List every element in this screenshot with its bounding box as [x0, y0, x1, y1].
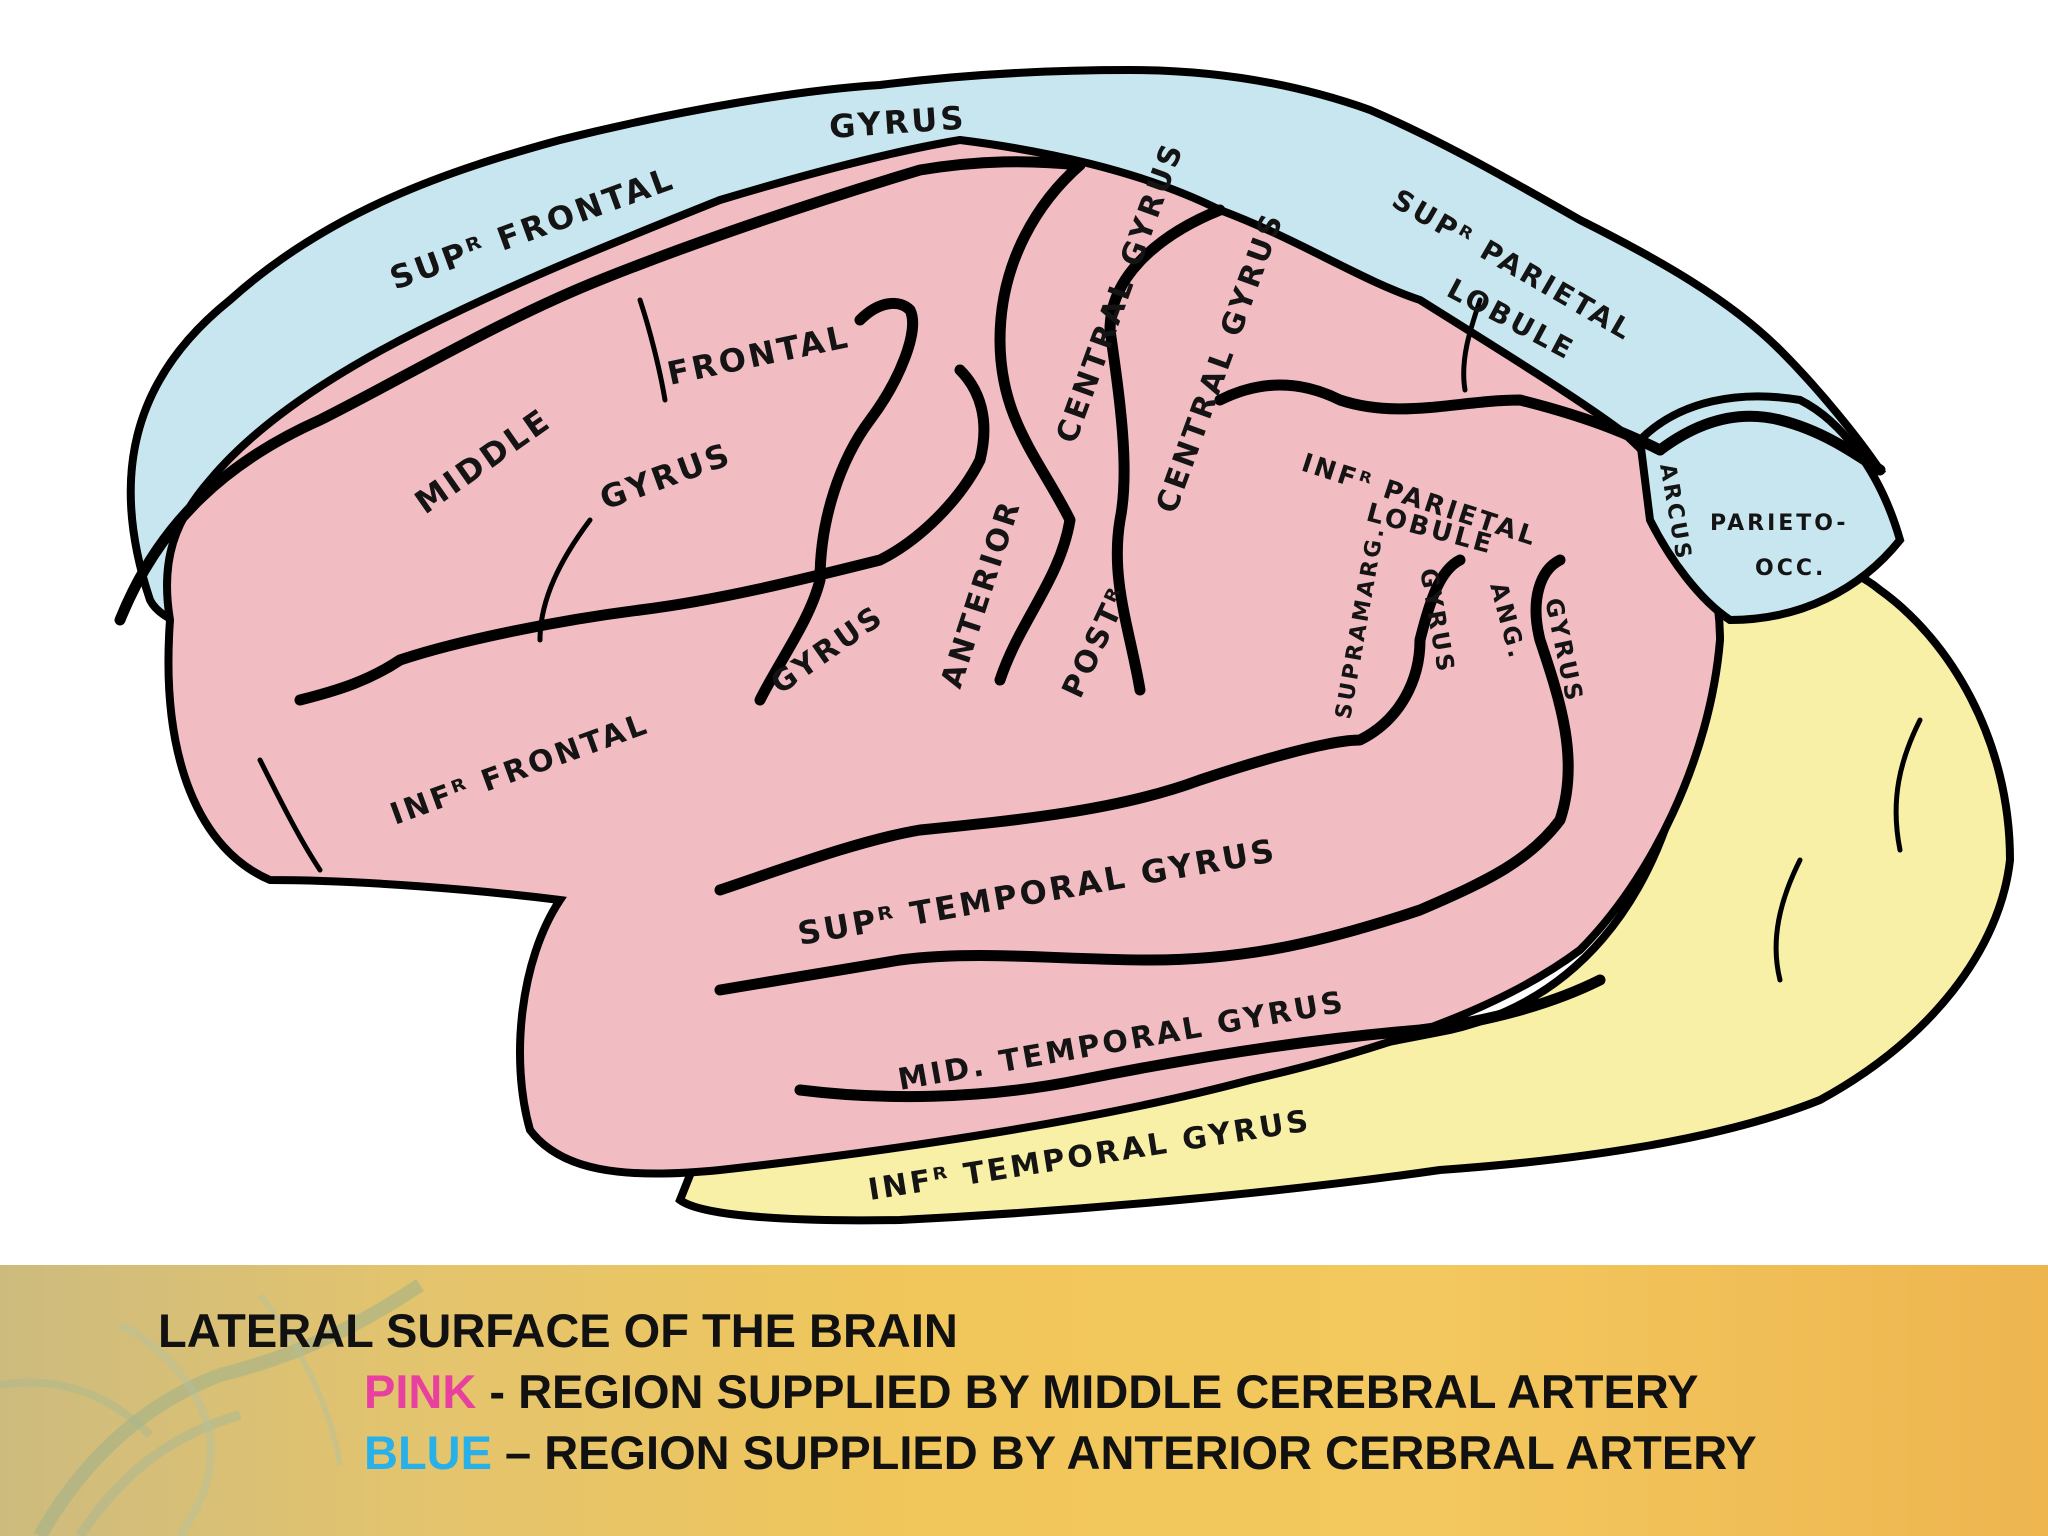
caption-blue-line: BLUE – REGION SUPPLIED BY ANTERIOR CERBR… [364, 1429, 1757, 1476]
inferior-temporal-sulcus [794, 974, 1606, 1103]
minor-sulcus [537, 517, 593, 643]
minor-sulcus [1773, 857, 1803, 983]
skeleton-watermark-image [0, 1279, 424, 1536]
precentral-sulcus [754, 298, 919, 706]
parieto-occipital-region [1635, 392, 1905, 625]
blue-keyword: BLUE [364, 1426, 492, 1479]
intraparietal-sulcus [1214, 379, 1666, 456]
caption-title: LATERAL SURFACE OF THE BRAIN [158, 1304, 958, 1357]
superior-temporal-sulcus [714, 554, 1574, 996]
lateral-sulcus [714, 554, 1466, 896]
parieto-occipital-boundary [1654, 410, 1886, 476]
minor-sulcus [637, 297, 668, 403]
blue-description: – REGION SUPPLIED BY ANTERIOR CERBRAL AR… [491, 1426, 1757, 1479]
minor-sulcus [1461, 297, 1483, 393]
central-sulcus [994, 159, 1086, 686]
inferior-frontal-sulcus [294, 364, 990, 706]
label-parieto: PARIETO- [1710, 511, 1849, 536]
postcentral-sulcus [1104, 204, 1226, 696]
minor-sulcus [1893, 717, 1923, 853]
pink-keyword: PINK [364, 1365, 477, 1418]
superior-frontal-sulcus [114, 156, 1086, 626]
pink-description: - REGION SUPPLIED BY MIDDLE CEREBRAL ART… [476, 1365, 1699, 1418]
label-occ: OCC. [1755, 556, 1826, 581]
caption-pink-line: PINK - REGION SUPPLIED BY MIDDLE CEREBRA… [364, 1368, 1698, 1415]
caption-panel: LATERAL SURFACE OF THE BRAIN PINK - REGI… [0, 1265, 2048, 1536]
minor-sulcus [257, 757, 323, 873]
brain-lateral-diagram: SUPᴿ FRONTAL GYRUS MIDDLE FRONTAL GYRUS … [114, 65, 2015, 1225]
